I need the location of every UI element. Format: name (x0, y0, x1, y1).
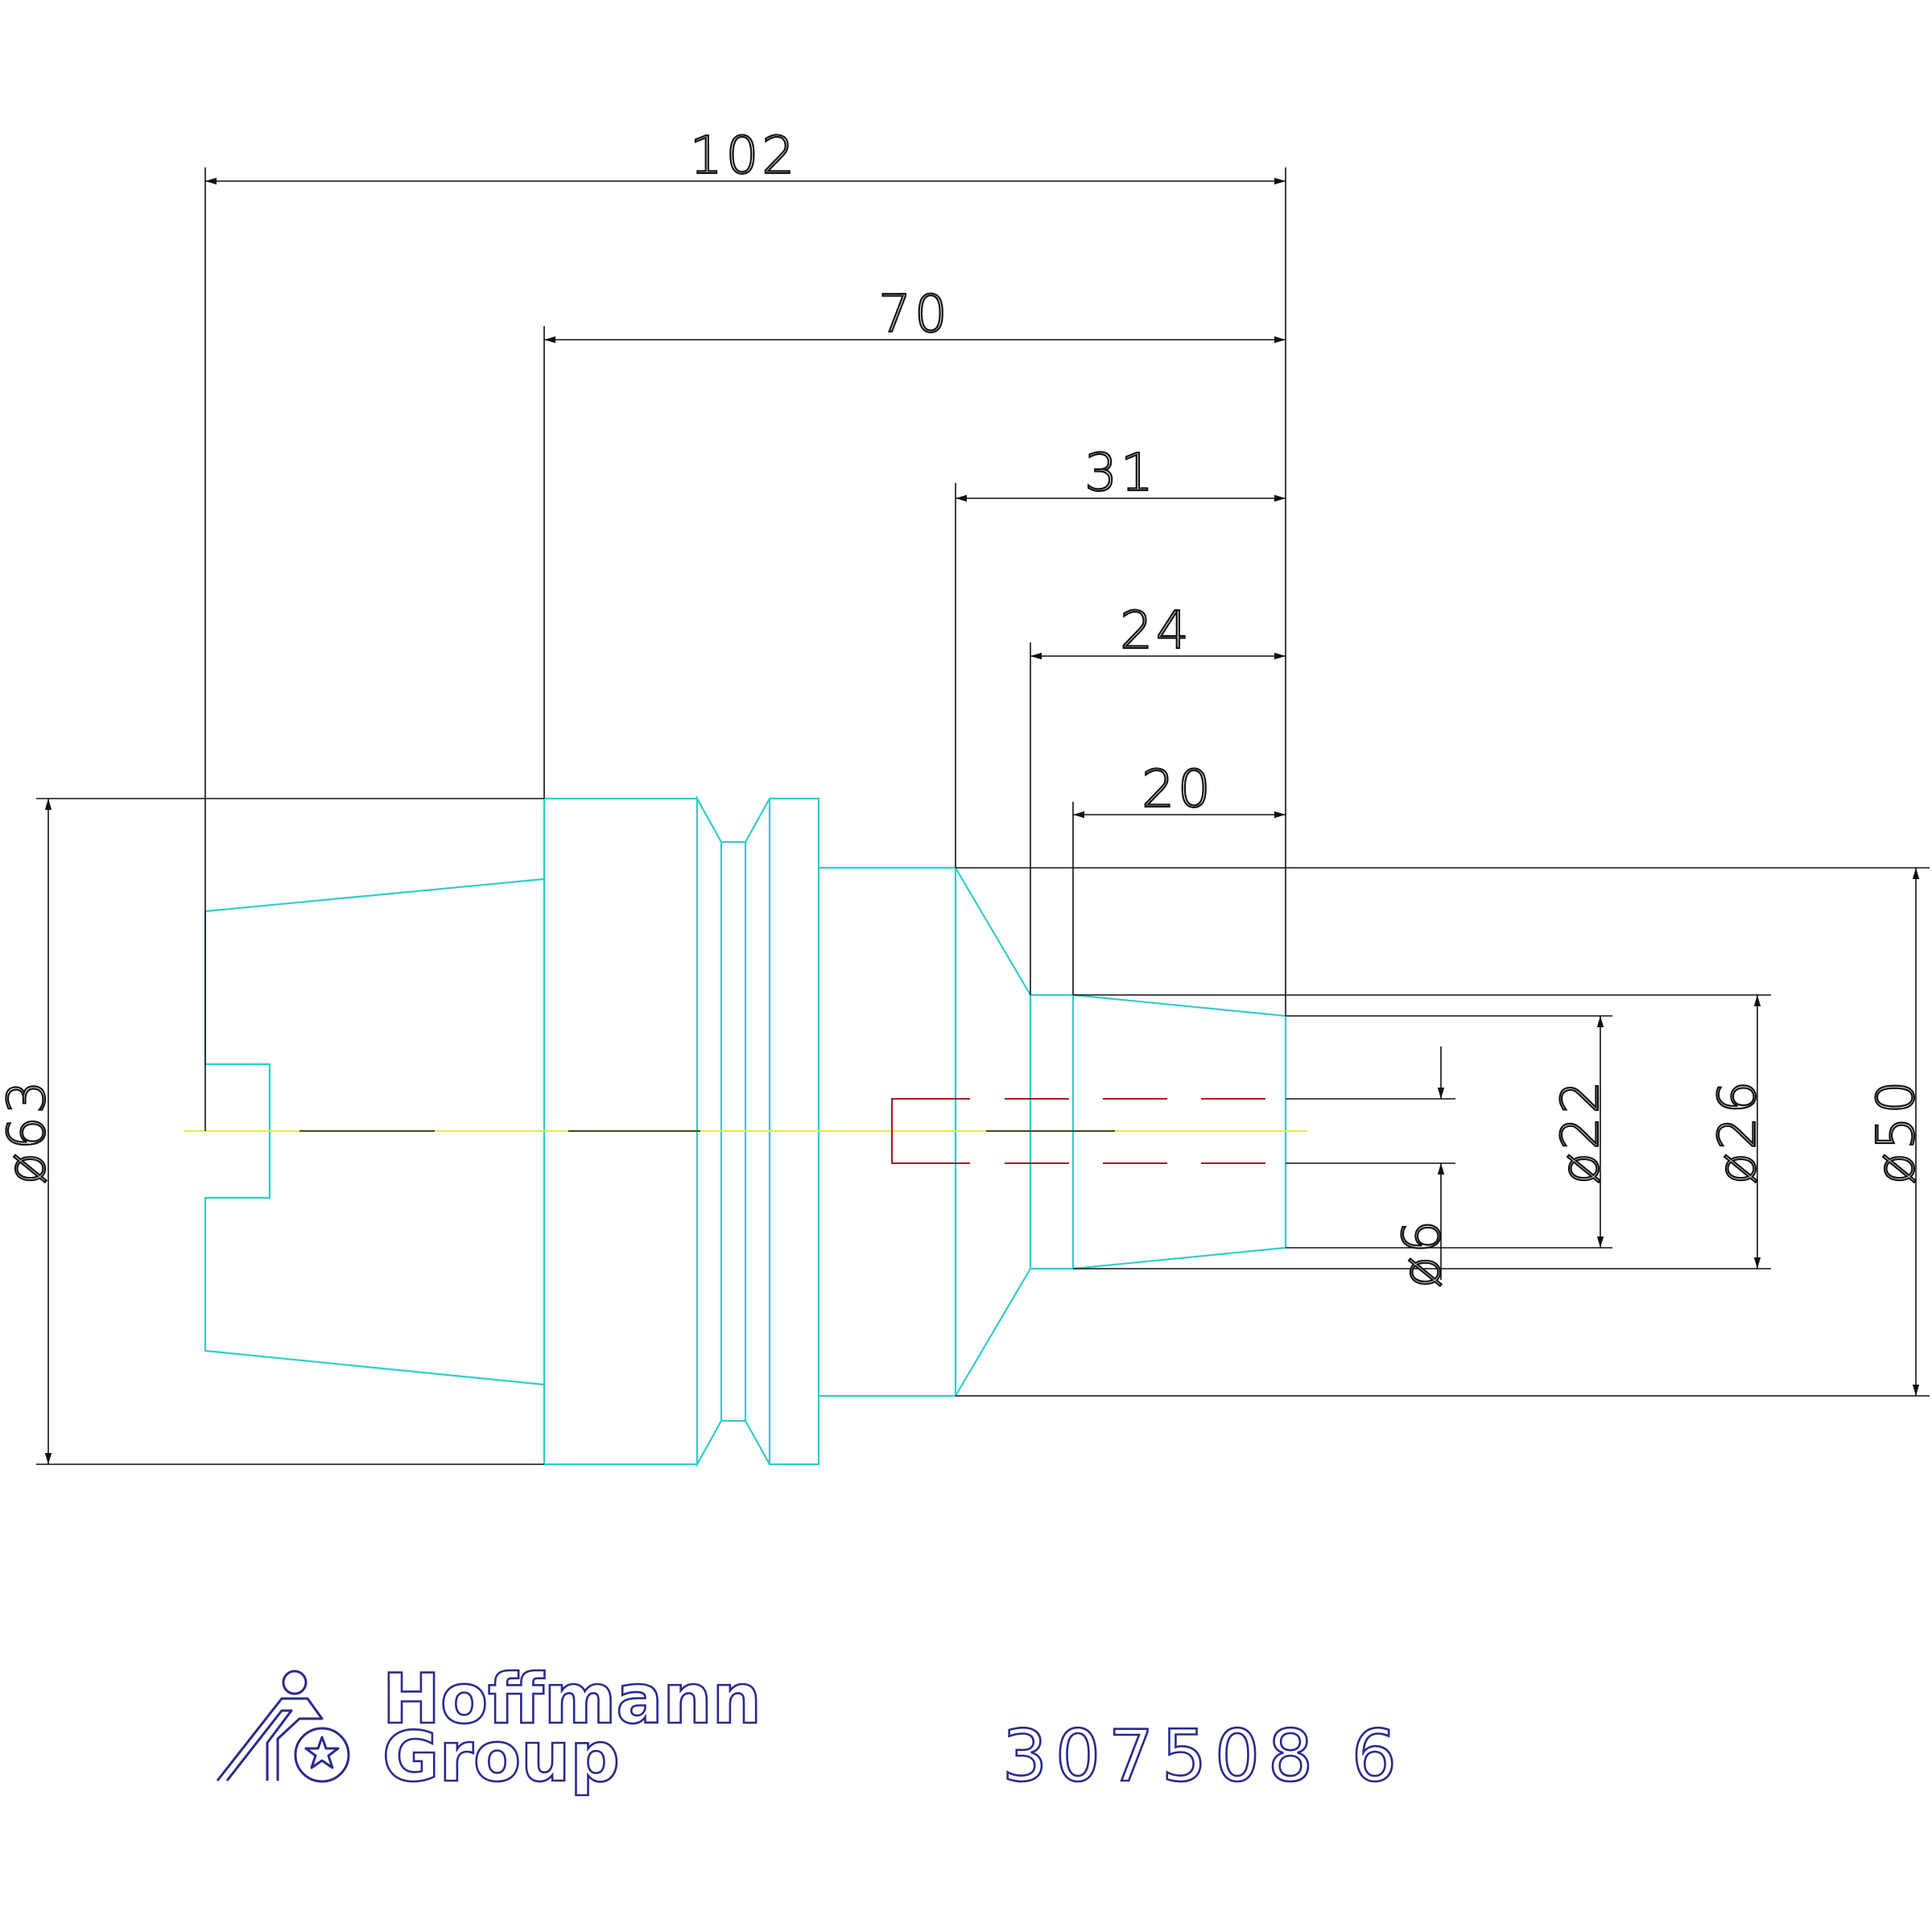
dim-dia-6: ø6 (1392, 1046, 1453, 1289)
dim-dia-63: ø63 (0, 799, 58, 1464)
hoffmann-figure-star-icon (216, 1670, 350, 1783)
svg-text:70: 70 (878, 285, 950, 345)
dim-dia-26: ø26 (1707, 995, 1769, 1269)
dim-31: 31 (956, 443, 1286, 504)
hoffmann-logo: Hoffmann Group (216, 1658, 762, 1798)
dim-24: 24 (1030, 601, 1286, 662)
svg-text:ø63: ø63 (0, 1078, 57, 1185)
dim-20: 20 (1073, 759, 1286, 820)
svg-text:ø50: ø50 (1867, 1078, 1926, 1185)
svg-text:Group: Group (382, 1717, 620, 1798)
v-groove (696, 795, 820, 1468)
extension-lines (36, 167, 1930, 1465)
svg-text:ø6: ø6 (1393, 1217, 1452, 1288)
svg-text:31: 31 (1084, 444, 1156, 503)
dim-dia-50: ø50 (1866, 868, 1927, 1396)
dim-dia-22: ø22 (1550, 1016, 1612, 1248)
svg-text:20: 20 (1141, 760, 1213, 819)
svg-text:102: 102 (690, 126, 798, 186)
svg-text:24: 24 (1120, 601, 1191, 661)
dim-70: 70 (544, 284, 1286, 345)
svg-text:ø22: ø22 (1551, 1078, 1611, 1185)
dim-102: 102 (205, 126, 1286, 187)
hidden-tool-shank (891, 1098, 1286, 1164)
article-number: 307508 6 (1002, 1715, 1405, 1798)
svg-text:Hoffmann: Hoffmann (382, 1659, 762, 1740)
svg-text:ø26: ø26 (1708, 1078, 1768, 1185)
